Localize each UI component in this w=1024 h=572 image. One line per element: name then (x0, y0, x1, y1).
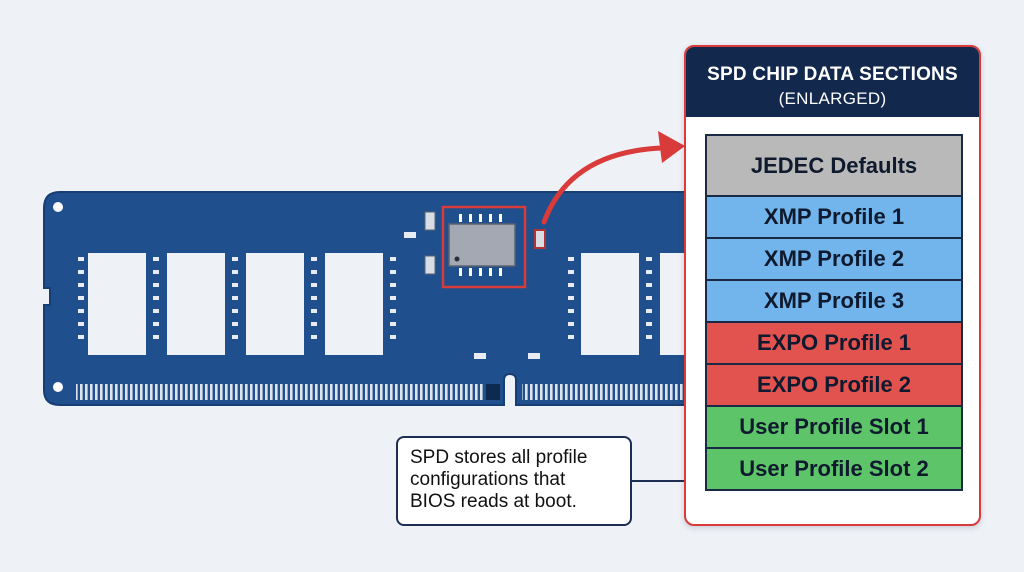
panel-title: SPD CHIP DATA SECTIONS (707, 64, 958, 85)
dark-contact-block (486, 384, 500, 400)
section-xmp-profile-1: XMP Profile 1 (705, 195, 963, 239)
spd-sections-panel: SPD CHIP DATA SECTIONS (ENLARGED) JEDEC … (684, 45, 981, 526)
mounting-hole (53, 382, 63, 392)
zoom-arrow (541, 145, 665, 225)
panel-header: SPD CHIP DATA SECTIONS (ENLARGED) (686, 47, 979, 117)
section-user-profile-slot-2: User Profile Slot 2 (705, 447, 963, 491)
section-xmp-profile-3: XMP Profile 3 (705, 279, 963, 323)
spd-section-list: JEDEC Defaults XMP Profile 1 XMP Profile… (705, 134, 963, 491)
section-expo-profile-2: EXPO Profile 2 (705, 363, 963, 407)
panel-subtitle: (ENLARGED) (778, 89, 887, 108)
spd-chip (448, 214, 516, 276)
section-xmp-profile-2: XMP Profile 2 (705, 237, 963, 281)
memory-chip (581, 253, 639, 355)
smd-components (78, 232, 652, 359)
callout-line: BIOS reads at boot. (410, 491, 577, 512)
mounting-hole (53, 202, 63, 212)
contact-pins-right (522, 384, 692, 400)
callout-line: SPD stores all profile (410, 447, 588, 468)
memory-chip (246, 253, 304, 355)
spd-capacitors (424, 211, 546, 275)
section-expo-profile-1: EXPO Profile 1 (705, 321, 963, 365)
section-user-profile-slot-1: User Profile Slot 1 (705, 405, 963, 449)
callout-line: configurations that (410, 469, 566, 490)
section-jedec-defaults: JEDEC Defaults (705, 134, 963, 197)
spd-highlight-box (441, 205, 527, 289)
memory-chip (167, 253, 225, 355)
spd-info-callout: SPD stores all profile configurations th… (396, 436, 632, 526)
memory-chip (325, 253, 383, 355)
contact-pins-left (76, 384, 484, 400)
memory-chip (660, 253, 686, 355)
zoom-arrow-head (658, 131, 685, 163)
memory-chip (88, 253, 146, 355)
